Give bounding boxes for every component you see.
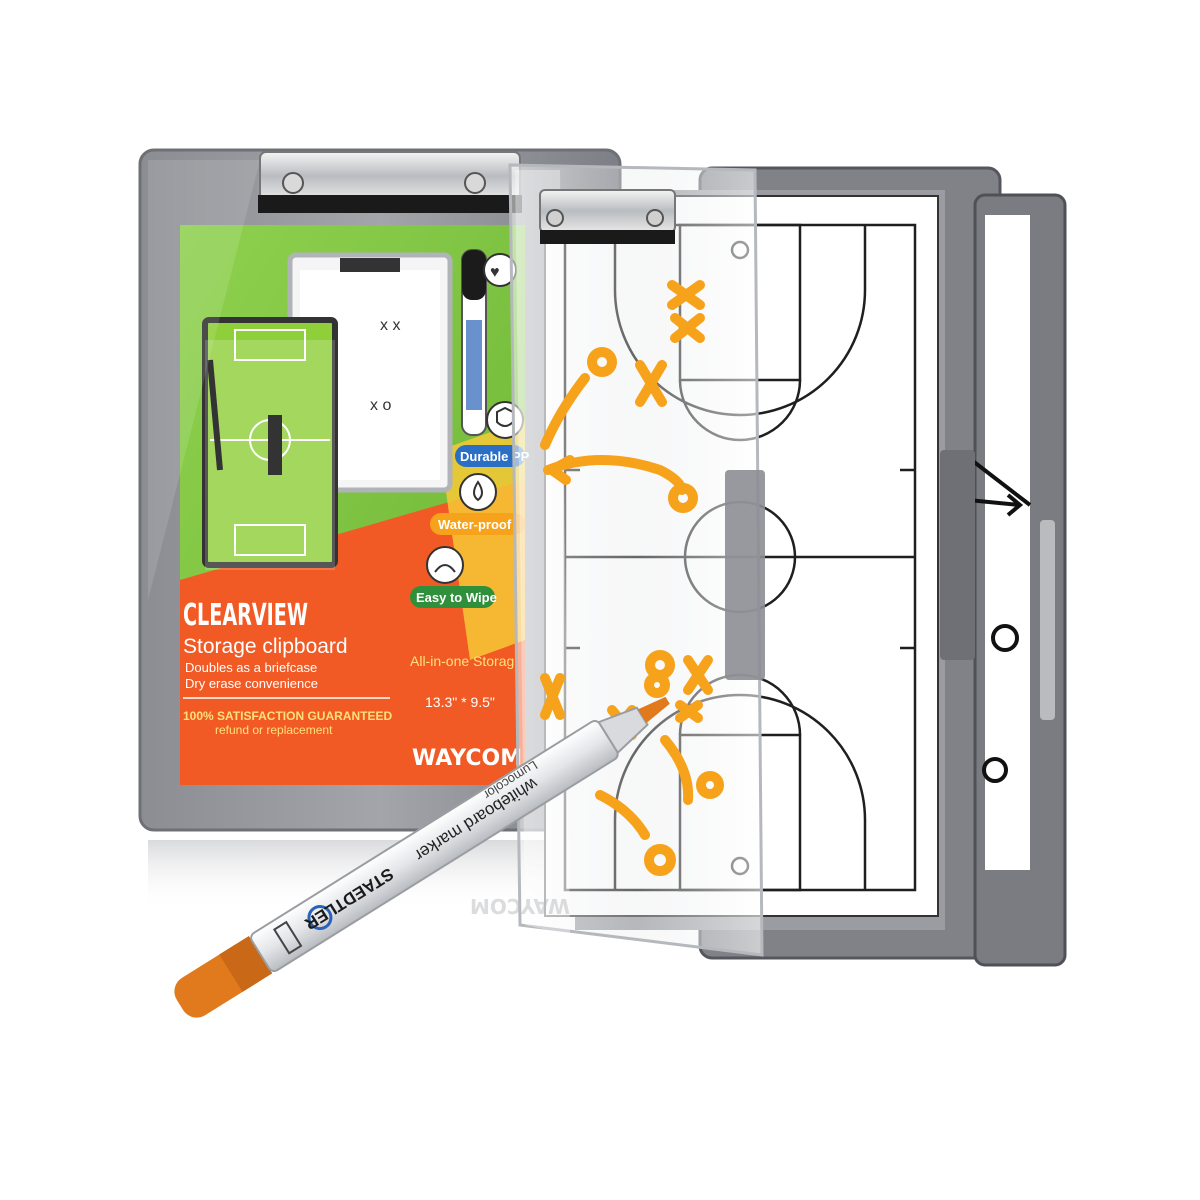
- svg-text:♥: ♥: [490, 264, 500, 281]
- badge-easy-wipe: Easy to Wipe: [416, 590, 497, 605]
- reflection-brand: WAYCOM: [470, 894, 570, 918]
- water-drop-icon: [459, 473, 497, 511]
- insert-feature-2: Dry erase convenience: [185, 676, 318, 691]
- insert-guarantee-1: 100% SATISFACTION GUARANTEED: [183, 709, 392, 723]
- insert-product-image: x x x o: [202, 252, 453, 570]
- wipe-icon: [426, 546, 464, 584]
- insert-all-in-one: All-in-one Storag: [410, 653, 514, 669]
- insert-feature-1: Doubles as a briefcase: [185, 660, 317, 675]
- insert-subtitle: Storage clipboard: [183, 635, 348, 658]
- insert-brand-name: WAYCOM: [412, 746, 522, 771]
- binder-clip-icon: [539, 189, 676, 244]
- insert-dimensions: 13.3" * 9.5": [425, 694, 495, 710]
- badge-waterproof: Water-proof: [438, 517, 512, 532]
- insert-brand-title: CLEARVIEW: [183, 598, 308, 633]
- clear-clipboard: [508, 163, 765, 957]
- binder-clip-icon: [258, 151, 522, 213]
- insert-guarantee-2: refund or replacement: [215, 723, 333, 737]
- insert-card: x x x o: [180, 225, 530, 785]
- svg-text:x x: x x: [380, 317, 400, 334]
- insert-marker-image: [461, 249, 487, 436]
- svg-text:x o: x o: [370, 397, 391, 414]
- badge-durable: Durable PP: [460, 449, 530, 464]
